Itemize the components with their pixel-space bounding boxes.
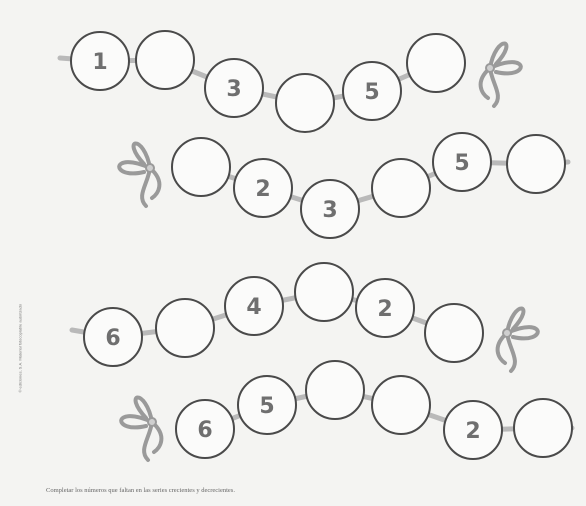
bead-number: 2: [465, 419, 480, 444]
bead-circle: [306, 361, 364, 419]
bead-number: 2: [377, 297, 392, 322]
bead-number: 6: [105, 326, 120, 351]
number-bead: 3: [301, 180, 359, 238]
bead-number: 5: [454, 151, 469, 176]
copyright-note: © ediciones, S.A. Material fotocopiable …: [18, 273, 23, 393]
blank-bead[interactable]: [514, 399, 572, 457]
number-bead: 5: [343, 62, 401, 120]
bead-number: 3: [322, 198, 337, 223]
instruction-text: Completar los números que faltan en las …: [46, 487, 235, 494]
number-bead: 1: [71, 32, 129, 90]
bead-circle: [425, 304, 483, 362]
number-bead: 2: [234, 159, 292, 217]
bead-circle: [372, 376, 430, 434]
blank-bead[interactable]: [306, 361, 364, 419]
blank-bead[interactable]: [136, 31, 194, 89]
number-bead: 6: [84, 308, 142, 366]
number-bead: 2: [356, 279, 414, 337]
number-bead: 2: [444, 401, 502, 459]
number-bead: 3: [205, 59, 263, 117]
number-bead: 5: [238, 376, 296, 434]
bow-knot-icon: [498, 309, 538, 372]
bead-circle: [295, 263, 353, 321]
bead-number: 6: [197, 418, 212, 443]
blank-bead[interactable]: [156, 299, 214, 357]
bead-circle: [276, 74, 334, 132]
bead-number: 4: [246, 295, 261, 320]
blank-bead[interactable]: [425, 304, 483, 362]
blank-bead[interactable]: [372, 376, 430, 434]
blank-bead[interactable]: [407, 34, 465, 92]
bead-circle: [407, 34, 465, 92]
blank-bead[interactable]: [507, 135, 565, 193]
number-bead: 4: [225, 277, 283, 335]
bow-knot-icon: [121, 398, 161, 461]
bead-circle: [507, 135, 565, 193]
bow-knot-icon: [119, 144, 159, 207]
bead-circle: [156, 299, 214, 357]
bead-number: 5: [259, 394, 274, 419]
blank-bead[interactable]: [172, 138, 230, 196]
bead-number: 3: [226, 77, 241, 102]
bead-number: 1: [92, 50, 107, 75]
number-bead: 6: [176, 400, 234, 458]
bow-knot-icon: [481, 44, 521, 107]
blank-bead[interactable]: [295, 263, 353, 321]
blank-bead[interactable]: [372, 159, 430, 217]
blank-bead[interactable]: [276, 74, 334, 132]
bead-circle: [172, 138, 230, 196]
bead-number: 5: [364, 80, 379, 105]
bead-number: 2: [255, 177, 270, 202]
number-bead: 5: [433, 133, 491, 191]
bead-circle: [136, 31, 194, 89]
bead-circle: [514, 399, 572, 457]
bead-circle: [372, 159, 430, 217]
